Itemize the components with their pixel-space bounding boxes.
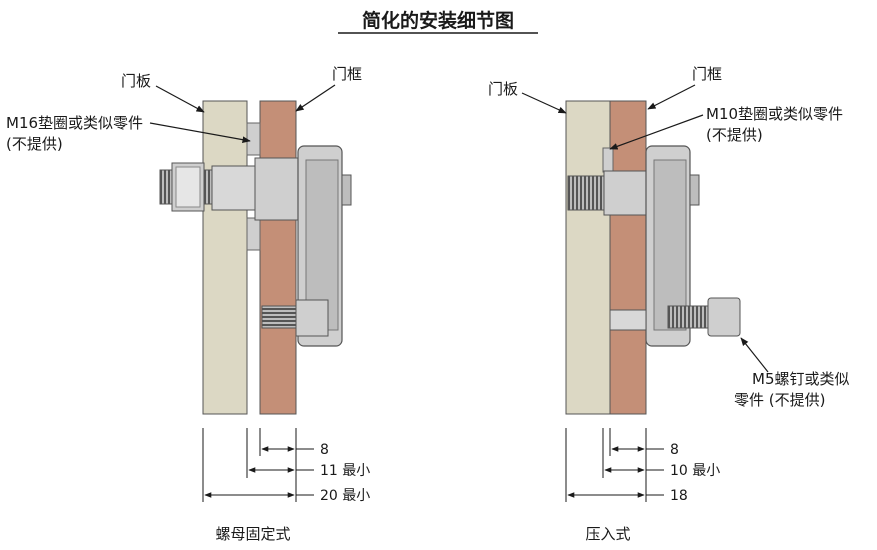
right-washer [602,147,614,173]
right-panel-label: 门板 [488,80,518,98]
diagram-title: 简化的安装细节图 [362,9,514,32]
left-washer-label-note: (不提供) [6,135,63,153]
right-assembly: 门板 门框 M10垫圈或类似零件 (不提供) M5螺钉或类似 零件 (不提供) … [488,65,850,543]
left-dim-11: 11 最小 [320,463,370,479]
right-dimensions [565,428,664,502]
left-washer [246,122,261,156]
right-dim-8: 8 [670,442,679,458]
right-screw-label-note: 零件 (不提供) [734,391,825,409]
right-frame-label: 门框 [692,65,722,83]
right-washer-label-note: (不提供) [706,126,763,144]
left-door-frame [259,100,297,415]
left-dimensions [202,428,314,502]
left-caption: 螺母固定式 [215,525,290,543]
right-washer-label: M10垫圈或类似零件 [706,105,843,123]
left-assembly: 门板 门框 M16垫圈或类似零件 (不提供) 8 11 最小 20 最小 螺母固… [6,65,370,543]
right-press-sleeve [567,175,611,211]
left-panel-label: 门板 [121,72,151,90]
left-dim-20: 20 最小 [320,488,370,504]
left-frame-label: 门框 [332,65,362,83]
right-door-frame [609,100,647,415]
left-dim-8: 8 [320,442,329,458]
right-screw-label: M5螺钉或类似 [752,370,850,388]
right-caption: 压入式 [585,525,630,543]
left-door-panel [202,100,248,415]
right-loose-screw [667,305,711,329]
left-screw [261,305,297,329]
left-washer-label: M16垫圈或类似零件 [6,114,143,132]
right-dim-10: 10 最小 [670,463,720,479]
right-dim-18: 18 [670,488,688,504]
